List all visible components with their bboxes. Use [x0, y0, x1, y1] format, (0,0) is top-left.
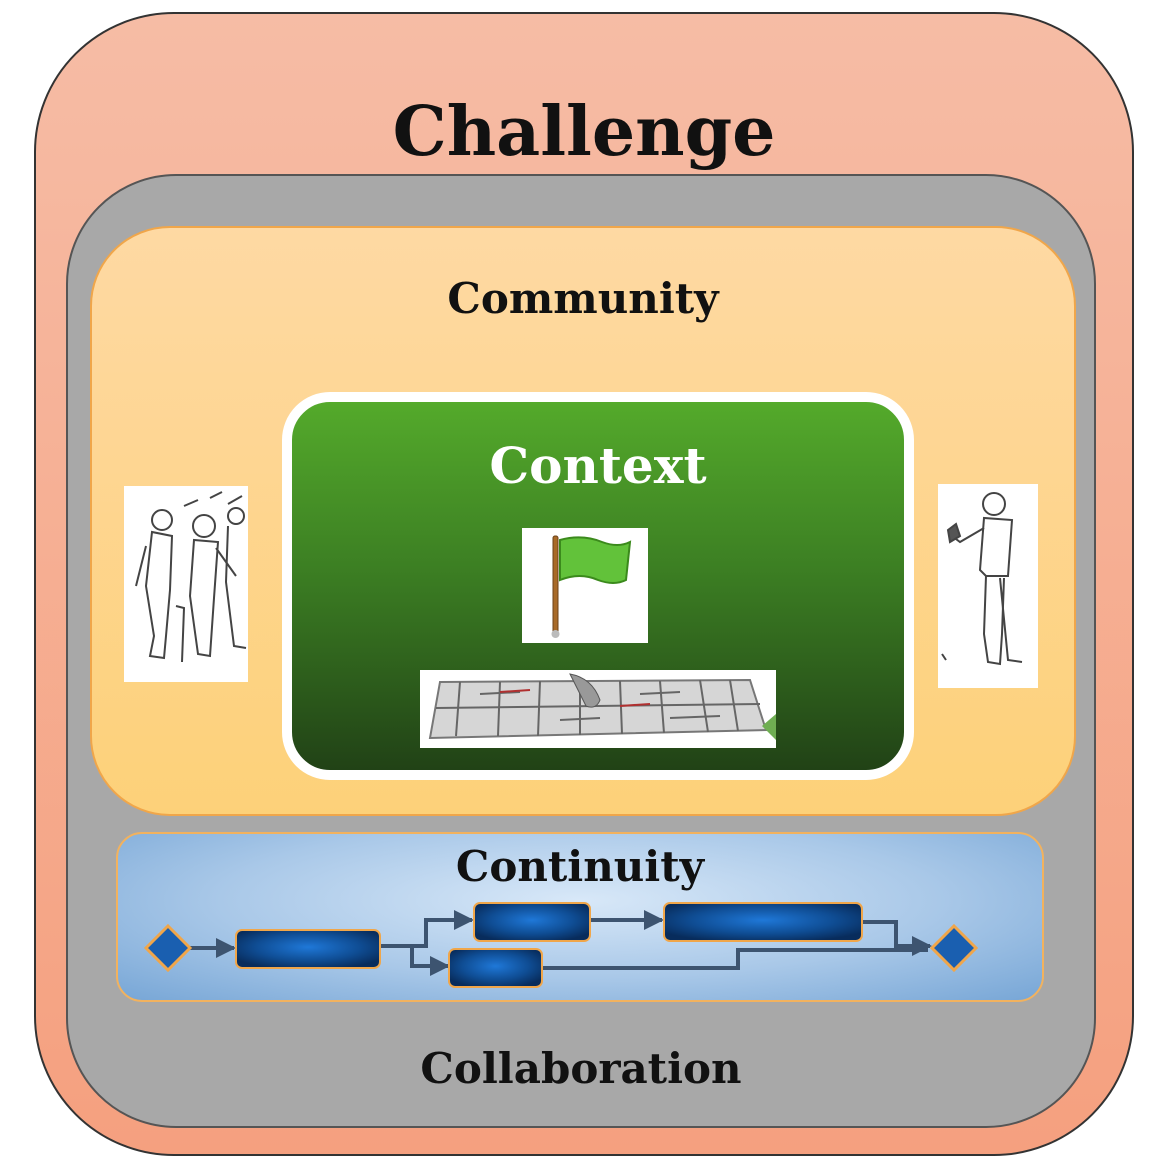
flag-image [522, 528, 648, 643]
people-group-icon [135, 491, 247, 663]
end-diamond [929, 923, 979, 973]
community-title: Community [447, 274, 719, 323]
flow-connector-lower [380, 944, 450, 976]
process-step-3 [448, 948, 543, 988]
flow-connector-lower-end [542, 948, 928, 970]
continuity-title: Continuity [455, 842, 705, 891]
flow-connector-upper-end [862, 920, 932, 956]
challenge-title: Challenge [392, 92, 776, 172]
standing-person-sketch [938, 484, 1038, 688]
floor-plan-icon [420, 670, 776, 748]
standing-person-icon [941, 492, 1023, 666]
process-step-1 [235, 929, 381, 969]
start-diamond [143, 923, 193, 973]
process-step-4 [663, 902, 863, 942]
flow-connector-upper [380, 910, 474, 948]
continuity-layer: Continuity [116, 832, 1044, 1002]
people-group-sketch [124, 486, 248, 682]
floor-plan-image [420, 670, 776, 748]
context-title: Context [489, 436, 707, 495]
collaboration-title: Collaboration [420, 1044, 742, 1093]
flag-icon [551, 535, 632, 638]
process-step-2 [473, 902, 591, 942]
